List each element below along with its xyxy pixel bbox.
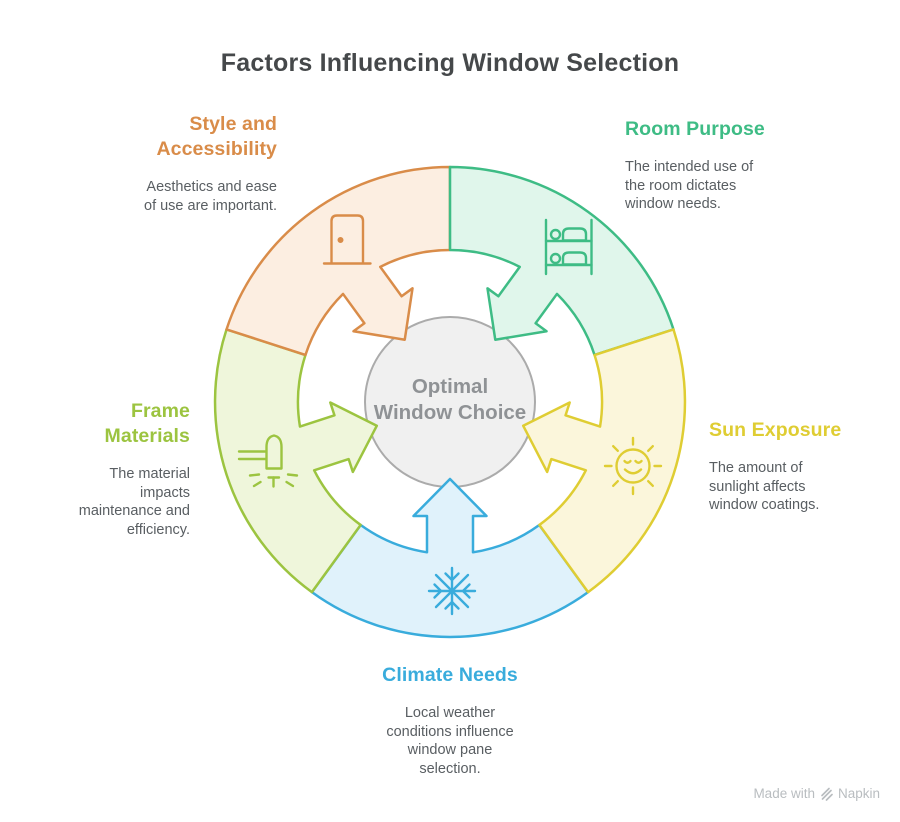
- label-block-room-purpose: Room Purpose The intended use of the roo…: [625, 117, 825, 214]
- snowflake-icon: [427, 566, 477, 616]
- center-label: Optimal Window Choice: [373, 375, 527, 424]
- section-heading-climate-needs: Climate Needs: [382, 664, 518, 686]
- wheel-segment-sun-exposure: [521, 328, 687, 594]
- section-heading-frame-materials: Frame Materials: [104, 400, 190, 447]
- smiling-sun-icon: [603, 436, 663, 496]
- label-block-sun-exposure: Sun Exposure The amount of sunlight affe…: [709, 418, 894, 515]
- watermark-brand: Napkin: [837, 786, 880, 801]
- napkin-watermark[interactable]: Made with Napkin: [753, 786, 880, 801]
- section-description-style-accessibility: Aesthetics and ease of use are important…: [144, 179, 277, 214]
- label-block-frame-materials: Frame Materials The material impacts mai…: [5, 399, 190, 539]
- section-description-sun-exposure: The amount of sunlight affects window co…: [709, 460, 820, 513]
- label-block-style-accessibility: Style and Accessibility Aesthetics and e…: [47, 112, 277, 215]
- napkin-logo-icon: [821, 787, 833, 801]
- watermark-prefix: Made with: [753, 786, 815, 801]
- section-heading-style-accessibility: Style and Accessibility: [156, 113, 277, 160]
- wall-lamp-icon: [237, 434, 299, 488]
- section-description-climate-needs: Local weather conditions influence windo…: [386, 705, 514, 777]
- section-description-room-purpose: The intended use of the room dictates wi…: [625, 159, 754, 212]
- section-heading-sun-exposure: Sun Exposure: [709, 419, 842, 441]
- door-icon: [322, 214, 372, 265]
- section-description-frame-materials: The material impacts maintenance and eff…: [78, 466, 190, 538]
- bunk-bed-icon: [544, 218, 593, 276]
- section-heading-room-purpose: Room Purpose: [625, 118, 765, 140]
- label-block-climate-needs: Climate Needs Local weather conditions i…: [330, 663, 570, 778]
- wheel-segment-climate-needs: [310, 477, 590, 639]
- diagram-title: Factors Influencing Window Selection: [220, 49, 680, 77]
